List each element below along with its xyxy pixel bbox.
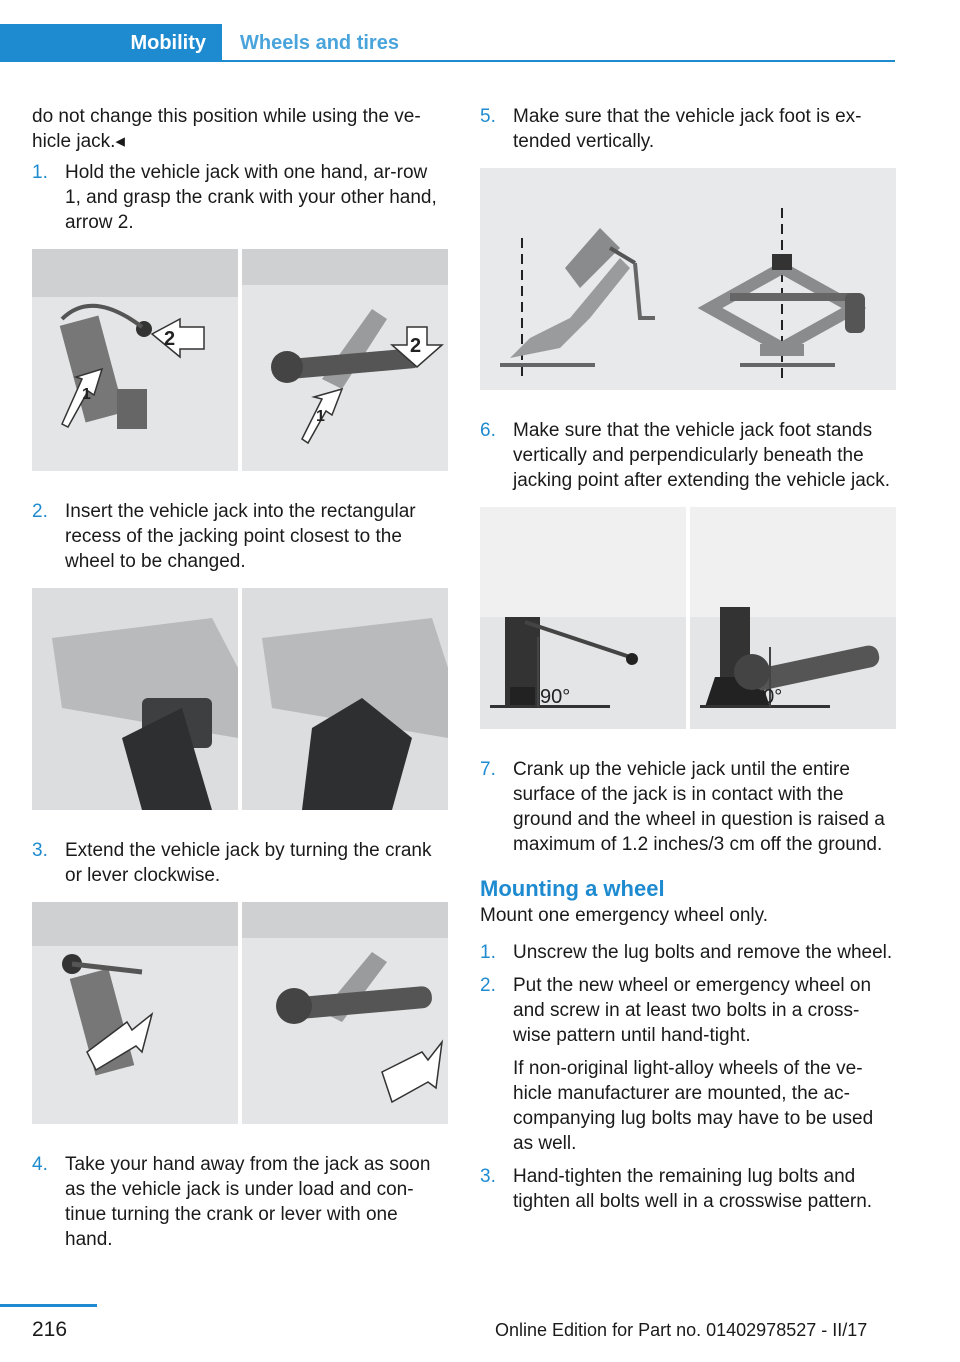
step-number: 3.	[32, 840, 48, 861]
step-text: Make sure that the vehicle jack foot is …	[513, 106, 862, 152]
figure-hold-jack: 1 2 2 1	[32, 249, 448, 471]
mount-step-2: 2. Put the new wheel or emergency wheel …	[480, 973, 896, 1048]
step-3: 3. Extend the vehicle jack by turning th…	[32, 838, 448, 888]
step-number: 5.	[480, 106, 496, 127]
figure-jack-perpendicular: 90° 90°	[480, 507, 896, 729]
step-2: 2. Insert the vehicle jack into the rect…	[32, 499, 448, 574]
step-number: 6.	[480, 420, 496, 441]
step-number: 7.	[480, 759, 496, 780]
tab-mobility: Mobility	[0, 24, 222, 62]
step-text: Put the new wheel or emergency wheel on …	[513, 975, 872, 1046]
jack-perpendicular-illustration: 90° 90°	[480, 507, 896, 729]
step-number: 2.	[480, 975, 496, 996]
angle-label: 90°	[540, 686, 570, 708]
arrow-label: 2	[164, 328, 175, 350]
section-title-header: Wheels and tires	[240, 32, 399, 54]
section-intro: Mount one emergency wheel only.	[480, 905, 768, 926]
footer-rule	[0, 1304, 97, 1307]
extend-jack-illustration	[32, 902, 448, 1124]
step-7: 7. Crank up the vehicle jack until the e…	[480, 757, 896, 857]
insert-jack-illustration	[32, 588, 448, 810]
step-text: Insert the vehicle jack into the rectang…	[65, 501, 416, 572]
step-number: 3.	[480, 1166, 496, 1187]
step-text: Take your hand away from the jack as soo…	[65, 1154, 431, 1250]
figure-insert-jack	[32, 588, 448, 810]
hold-jack-illustration: 1 2 2 1	[32, 249, 448, 471]
step-text: Crank up the vehicle jack until the enti…	[513, 759, 885, 855]
arrow-label: 2	[410, 335, 421, 357]
intro-text: do not change this position while using …	[32, 106, 421, 152]
step-5: 5. Make sure that the vehicle jack foot …	[480, 104, 896, 154]
mount-step-3: 3. Hand-tighten the remaining lug bolts …	[480, 1164, 896, 1214]
step-text: Unscrew the lug bolts and remove the whe…	[513, 942, 893, 963]
step-text: Hand-tighten the remaining lug bolts and…	[513, 1166, 873, 1212]
step-text: Make sure that the vehicle jack foot sta…	[513, 420, 891, 491]
page-number: 216	[32, 1318, 68, 1341]
step-4: 4. Take your hand away from the jack as …	[32, 1152, 448, 1252]
step-1: 1. Hold the vehicle jack with one hand, …	[32, 160, 448, 235]
section-heading: Mounting a wheel	[480, 876, 665, 901]
arrow-label: 1	[316, 408, 325, 425]
figure-jack-foot	[480, 168, 896, 390]
header-rule	[0, 60, 895, 62]
step-number: 1.	[480, 942, 496, 963]
step-number: 2.	[32, 501, 48, 522]
step-number: 4.	[32, 1154, 48, 1175]
step-number: 1.	[32, 162, 48, 183]
mount-step-1: 1. Unscrew the lug bolts and remove the …	[480, 940, 896, 965]
tab-mobility-label: Mobility	[130, 32, 206, 54]
jack-foot-illustration	[480, 168, 896, 390]
step-text: Hold the vehicle jack with one hand, ar-…	[65, 162, 437, 233]
edition-note: Online Edition for Part no. 01402978527 …	[495, 1320, 868, 1340]
left-column: do not change this position while using …	[32, 104, 448, 1260]
figure-extend-jack	[32, 902, 448, 1124]
mount-note: If non-original light-alloy wheels of th…	[513, 1058, 874, 1154]
step-text: Extend the vehicle jack by turning the c…	[65, 840, 432, 886]
step-6: 6. Make sure that the vehicle jack foot …	[480, 418, 896, 493]
angle-label: 90°	[752, 686, 782, 708]
arrow-label: 1	[82, 386, 91, 403]
right-column: 5. Make sure that the vehicle jack foot …	[480, 104, 896, 1222]
